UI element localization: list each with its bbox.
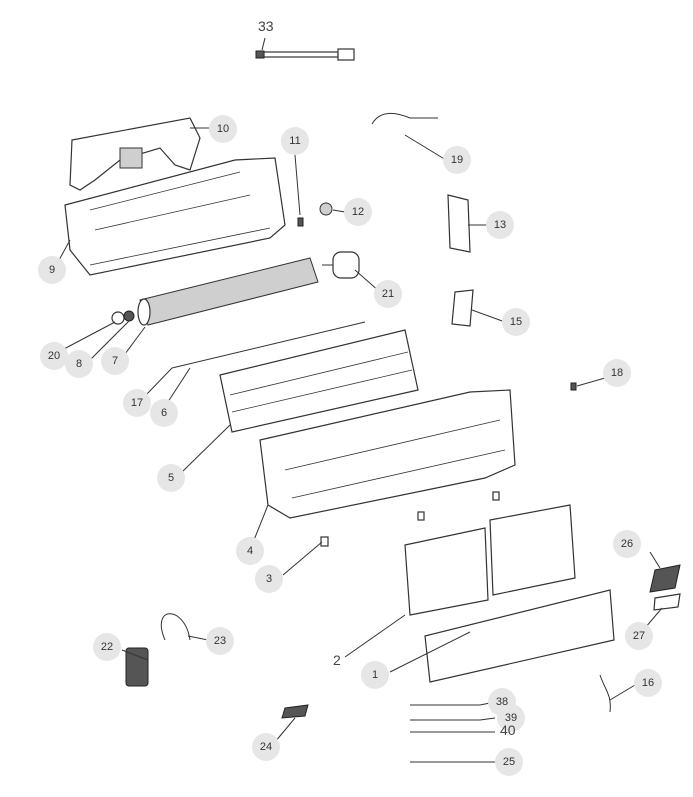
callout-10: 10 xyxy=(209,115,237,143)
callout-12: 12 xyxy=(344,198,372,226)
part-filter-right xyxy=(489,504,576,596)
part-panel-cover xyxy=(424,589,615,683)
callout-22: 22 xyxy=(93,633,121,661)
callout-4: 4 xyxy=(236,537,264,565)
callout-3: 3 xyxy=(255,565,283,593)
part-receiver xyxy=(653,593,681,611)
part-filter-left xyxy=(404,527,489,616)
part-sensor xyxy=(570,382,577,391)
part-display-board xyxy=(451,289,474,327)
part-control-board xyxy=(447,194,471,253)
callout-17: 17 xyxy=(123,389,151,417)
callout-7: 7 xyxy=(101,347,129,375)
callout-1: 1 xyxy=(361,661,389,689)
callout-16: 16 xyxy=(634,669,662,697)
part-display-window xyxy=(649,564,681,593)
part-screw xyxy=(297,217,304,227)
part-clip-b xyxy=(417,511,425,521)
part-crossflow-fan xyxy=(137,257,319,326)
part-evaporator xyxy=(219,329,419,433)
callout-40: 40 xyxy=(500,722,516,738)
callout-11: 11 xyxy=(281,127,309,155)
callout-9: 9 xyxy=(38,256,66,284)
part-bracket xyxy=(281,704,309,719)
callout-24: 24 xyxy=(252,733,280,761)
callout-15: 15 xyxy=(502,308,530,336)
part-drain-hose xyxy=(371,113,438,125)
leader-lines xyxy=(57,37,663,763)
part-clip xyxy=(320,536,329,547)
callout-27: 27 xyxy=(625,622,653,650)
part-chassis xyxy=(64,157,286,276)
callout-26: 26 xyxy=(613,530,641,558)
part-mounting-plate xyxy=(69,117,201,191)
part-power-plug xyxy=(255,48,355,61)
part-wire xyxy=(599,674,611,713)
callout-18: 18 xyxy=(603,359,631,387)
part-remote xyxy=(125,647,149,687)
callout-39: 39 xyxy=(497,704,525,732)
callout-6: 6 xyxy=(150,399,178,427)
callout-2: 2 xyxy=(333,652,341,668)
callout-33: 33 xyxy=(258,18,274,34)
callout-5: 5 xyxy=(157,464,185,492)
callout-23: 23 xyxy=(206,627,234,655)
part-bearing xyxy=(319,202,333,216)
callout-20: 20 xyxy=(40,342,68,370)
callout-13: 13 xyxy=(486,211,514,239)
part-fan-motor xyxy=(322,251,360,279)
part-hose-coil xyxy=(160,613,191,641)
callout-21: 21 xyxy=(374,280,402,308)
part-bearing-rubber xyxy=(123,310,135,322)
callout-25: 25 xyxy=(495,748,523,776)
part-front-frame xyxy=(259,389,516,519)
part-clip-c xyxy=(492,491,500,501)
part-drain-bar xyxy=(171,321,366,369)
callout-19: 19 xyxy=(443,146,471,174)
callout-8: 8 xyxy=(65,350,93,378)
